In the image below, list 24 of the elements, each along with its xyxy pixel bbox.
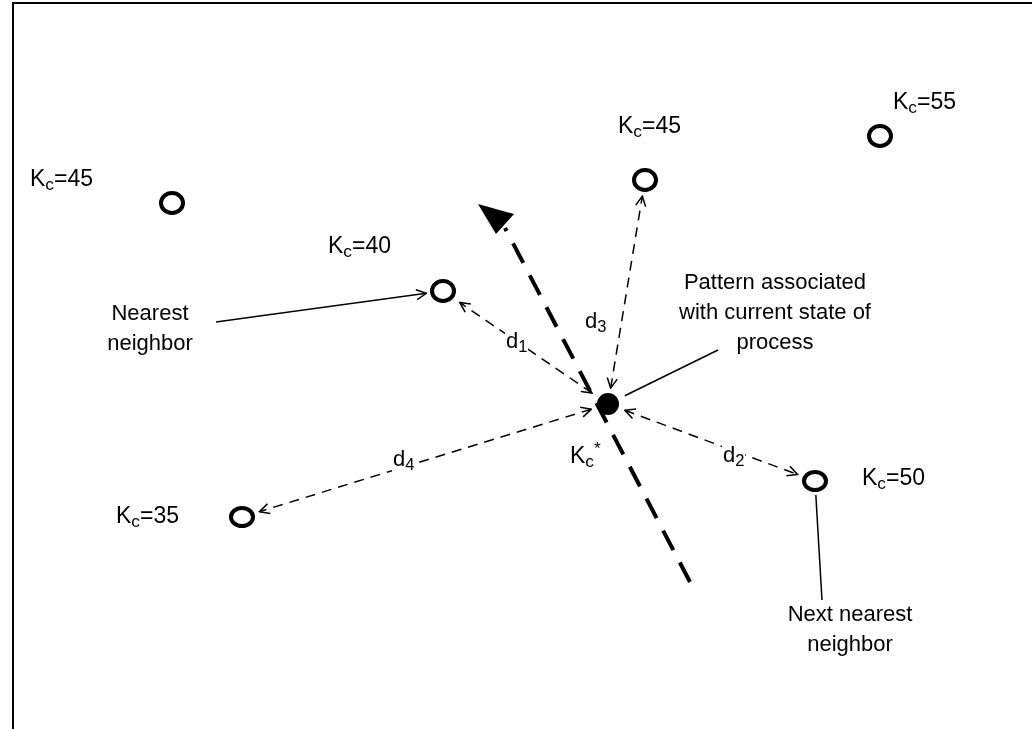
distance-arrow xyxy=(624,408,799,477)
kc-value-label: K$_{c}$=35 xyxy=(116,501,179,530)
kc-value-label: K$_{c}$=55 xyxy=(893,87,956,116)
current-state-dot xyxy=(595,391,621,417)
pattern-circle xyxy=(801,469,829,493)
leader-line xyxy=(815,494,823,601)
distance-arrow xyxy=(258,406,592,515)
annotation-text: Next nearest neighbor xyxy=(786,600,914,658)
annotation-text: Pattern associated with current state of process xyxy=(678,268,872,356)
kc-value-label: K$_{c}$=45 xyxy=(618,111,681,140)
kc-value-label: K$_{c}$=45 xyxy=(30,164,93,193)
pattern-circle xyxy=(228,505,256,529)
kc-value-label: K$_{c}$=40 xyxy=(328,231,391,260)
pattern-circle xyxy=(866,123,894,149)
distance-arrow xyxy=(459,301,593,394)
annotation-text: Nearest neighbor xyxy=(106,299,194,357)
leader-line xyxy=(624,349,719,397)
pattern-circle xyxy=(429,278,457,304)
edge-label: d$_{2}$ xyxy=(722,442,746,468)
leader-line xyxy=(215,288,428,323)
distance-arrow xyxy=(606,195,647,389)
kc-value-label: K$_{c}$=50 xyxy=(862,463,925,492)
pattern-circle xyxy=(631,167,659,193)
pattern-circle xyxy=(158,190,186,216)
